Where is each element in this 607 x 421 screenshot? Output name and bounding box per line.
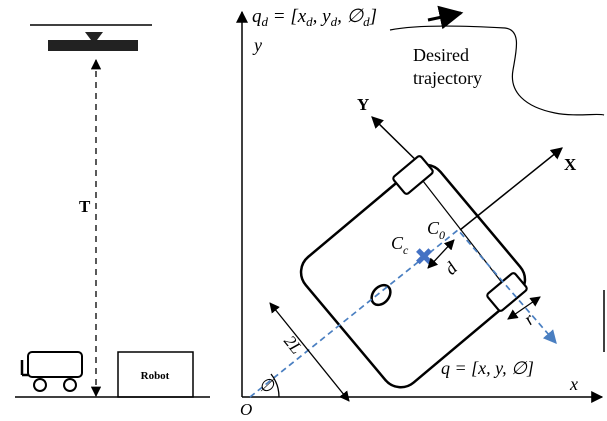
world-x-label: x xyxy=(569,374,578,394)
desired-pose-label: qd = [xd, yd, ∅d] xyxy=(252,6,377,29)
robot-box-label: Robot xyxy=(141,370,170,382)
desired-heading-arrow xyxy=(427,5,464,30)
ground-robot-icon xyxy=(20,351,83,392)
right-panel: y x O qd = [xd, yd, ∅d] Desired trajecto… xyxy=(236,5,605,419)
offset-d-label: d xyxy=(440,257,461,278)
heading-angle-label: ∅ xyxy=(259,376,275,395)
trajectory-label-line1: Desired xyxy=(413,45,469,65)
body-x-label: X xyxy=(564,155,577,174)
body-y-label: Y xyxy=(357,95,369,114)
point-cc-label: Cc xyxy=(391,233,409,257)
left-wheel xyxy=(392,155,434,195)
robot-pose-label: q = [x, y, ∅] xyxy=(441,358,534,378)
point-c0-label: C0 xyxy=(427,218,445,242)
drone-icon xyxy=(48,32,138,51)
world-y-label: y xyxy=(252,35,262,55)
left-panel: T Robot xyxy=(15,24,210,398)
right-wheel xyxy=(486,272,528,312)
robot-center-marker xyxy=(370,283,392,307)
body-x-axis xyxy=(459,147,563,231)
wheel-radius-arrow xyxy=(507,296,541,320)
tether-label: T xyxy=(79,197,91,216)
origin-label: O xyxy=(240,400,252,419)
cc-marker: ✖ xyxy=(414,243,434,271)
offset-d-arrow xyxy=(427,239,455,269)
desired-trajectory-curve xyxy=(389,25,605,116)
track-width-arrow xyxy=(269,302,350,402)
trajectory-label-line2: trajectory xyxy=(413,68,482,88)
heading-angle-arc xyxy=(270,373,280,398)
track-width-label: 2L xyxy=(280,332,306,358)
